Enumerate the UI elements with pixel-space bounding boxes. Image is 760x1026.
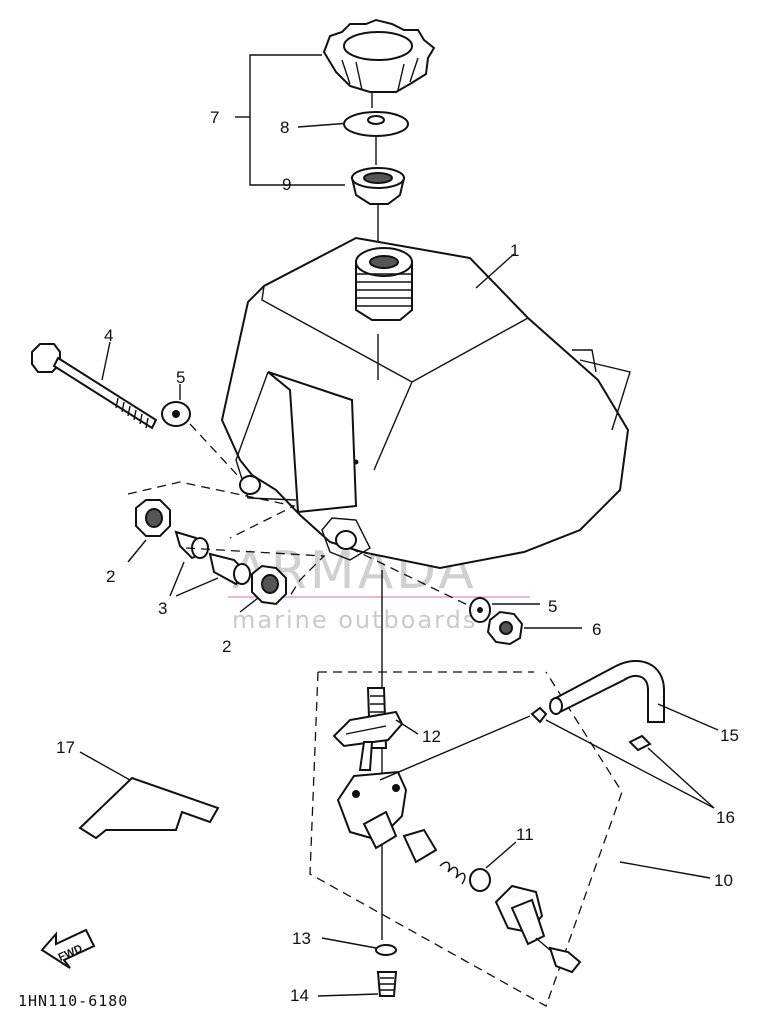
collar-lower: [208, 552, 251, 586]
rubber-grommet-lower: [239, 564, 287, 613]
fwd-arrow-icon: FWD: [40, 928, 96, 969]
callout-15: 15: [720, 726, 739, 745]
hose-clips: [379, 706, 715, 809]
cap-gasket: [343, 92, 409, 165]
callout-11: 11: [516, 825, 534, 844]
callout-16: 16: [716, 808, 735, 827]
callout-3: 3: [158, 599, 167, 618]
collar-upper: [174, 530, 209, 560]
watermark-subtitle: marine outboards: [232, 606, 477, 634]
fuel-cock-assembly: [309, 570, 711, 1007]
mounting-bolt: [31, 341, 158, 430]
callout-13: 13: [292, 929, 311, 948]
callout-7: 7: [210, 108, 219, 127]
callout-17: 17: [56, 738, 75, 757]
callout-1: 1: [510, 241, 519, 260]
rubber-grommet-upper: [127, 499, 171, 563]
leader-1: [475, 253, 515, 289]
callout-6: 6: [592, 620, 601, 639]
callout-4: 4: [104, 326, 113, 345]
callout-5-lower: 5: [548, 597, 557, 616]
flat-washer-upper: [161, 384, 241, 479]
callout-9: 9: [282, 175, 291, 194]
callout-12: 12: [422, 727, 441, 746]
drawing-code: 1HN110-6180: [18, 992, 128, 1010]
callout-14: 14: [290, 986, 309, 1005]
flat-washer-lower: [469, 597, 540, 623]
leader-3: [169, 561, 219, 597]
fuel-tank-pad: [78, 751, 220, 840]
callout-5-upper: 5: [176, 368, 185, 387]
cap-group-bracket: [235, 54, 351, 186]
fuel-cap: [322, 18, 436, 93]
fuel-tank: [220, 236, 631, 570]
callout-2-upper: 2: [106, 567, 115, 586]
hex-nut: [486, 610, 582, 646]
callout-8: 8: [280, 118, 289, 137]
fuel-filter-cup: [350, 167, 406, 250]
fuel-hose: [549, 660, 719, 731]
callout-2-lower: 2: [222, 637, 231, 656]
mounting-guides: [127, 481, 479, 611]
callout-10: 10: [714, 871, 733, 890]
